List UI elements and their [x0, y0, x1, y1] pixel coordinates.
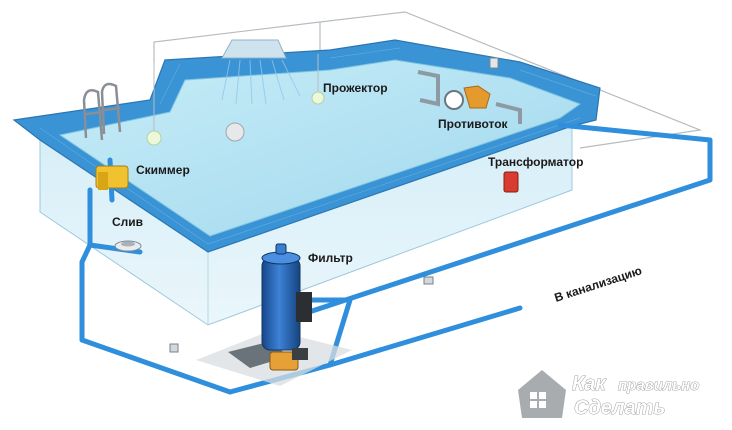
underwater-lights [146, 54, 325, 146]
counterflow-unit [417, 57, 522, 124]
label-filter: Фильтр [308, 251, 353, 265]
site-logo: Как правильно Сделать [518, 370, 700, 419]
watermark-line1: Как [572, 373, 606, 395]
watermark-line3: Сделать [574, 397, 665, 419]
watermark-line2: правильно [618, 377, 699, 394]
sewer-valve [423, 276, 434, 285]
skimmer-unit [95, 165, 129, 190]
waterfall-fixture [221, 39, 301, 105]
label-transformer: Трансформатор [488, 155, 583, 169]
pool-ladder [82, 82, 122, 141]
label-projector: Прожектор [323, 81, 388, 95]
label-counterflow: Противоток [438, 117, 509, 131]
label-skimmer: Скиммер [136, 163, 190, 177]
label-drain: Слив [112, 215, 143, 229]
transformer-box [503, 171, 519, 193]
filter-equipment [196, 243, 352, 386]
pipe-valve [169, 343, 179, 353]
label-sewer: В канализацию [553, 263, 644, 304]
drain-unit [114, 240, 142, 252]
